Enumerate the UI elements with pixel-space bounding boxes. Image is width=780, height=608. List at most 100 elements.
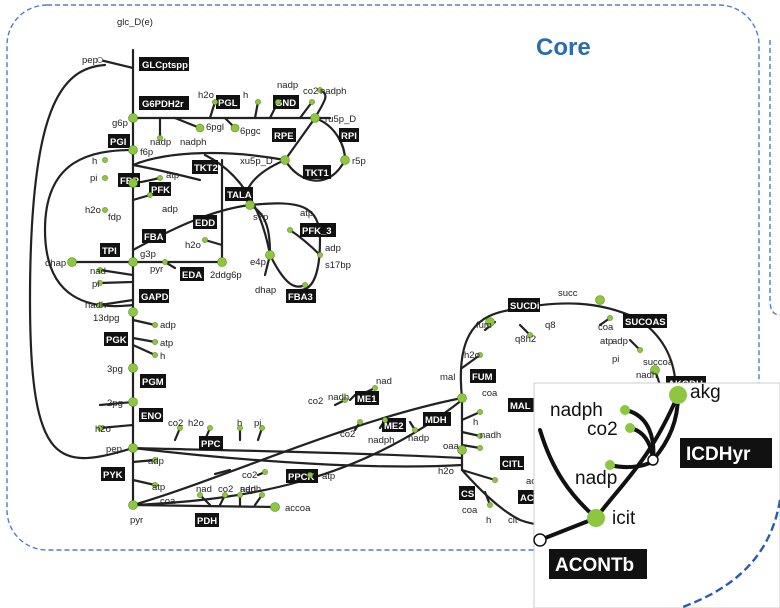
svg-text:nadh: nadh <box>85 300 106 311</box>
svg-text:mal: mal <box>440 372 455 383</box>
reaction-SUCDi[interactable]: SUCDi <box>508 298 540 312</box>
reaction-PYK[interactable]: PYK <box>101 467 125 481</box>
node-pyr[interactable] <box>128 500 138 510</box>
svg-text:glc_D(e): glc_D(e) <box>117 17 153 28</box>
reaction-ME1[interactable]: ME1 <box>355 391 379 405</box>
node-pep[interactable] <box>128 443 138 453</box>
svg-text:PFK: PFK <box>151 185 170 196</box>
node-s7p[interactable] <box>245 200 255 210</box>
reaction-MDH[interactable]: MDH <box>423 412 451 426</box>
reaction-PFK_3[interactable]: PFK_3 <box>300 223 336 237</box>
reaction-GLCptspp[interactable]: GLCptspp <box>139 57 189 71</box>
svg-text:co2: co2 <box>308 396 323 407</box>
node-13dpg[interactable] <box>128 307 138 317</box>
reaction-TPI[interactable]: TPI <box>100 243 120 257</box>
reaction-MALS[interactable]: MAL <box>508 398 534 412</box>
svg-text:q8: q8 <box>545 320 556 331</box>
svg-text:pep: pep <box>82 55 98 66</box>
svg-text:h: h <box>160 351 165 362</box>
node-dhap[interactable] <box>67 257 77 267</box>
inset-node-co2[interactable] <box>625 423 635 433</box>
reaction-TKT1[interactable]: TKT1 <box>303 165 331 179</box>
reaction-FBA3[interactable]: FBA3 <box>286 289 316 303</box>
node-g6p[interactable] <box>128 113 138 123</box>
node-oaa[interactable] <box>457 445 467 455</box>
svg-text:g3p: g3p <box>140 249 156 260</box>
node-2ddg6p[interactable] <box>217 257 227 267</box>
reaction-RPE[interactable]: RPE <box>272 128 296 142</box>
svg-text:PFK_3: PFK_3 <box>302 226 332 237</box>
svg-text:PGL: PGL <box>218 98 238 109</box>
svg-text:f6p: f6p <box>140 147 153 158</box>
reaction-PFK[interactable]: PFK <box>149 182 171 196</box>
node-6pgc[interactable] <box>230 123 240 133</box>
node-e4p[interactable] <box>265 250 275 260</box>
reaction-FBA[interactable]: FBA <box>142 229 166 243</box>
svg-text:pyr: pyr <box>130 515 143 526</box>
svg-text:SUCOAS: SUCOAS <box>625 317 666 328</box>
reaction-EDA[interactable]: EDA <box>180 267 204 281</box>
svg-text:FUM: FUM <box>472 372 493 383</box>
node-2pg[interactable] <box>128 397 138 407</box>
inset-reaction-ICDHyr[interactable]: ICDHyr <box>680 438 772 468</box>
svg-text:nadph: nadph <box>550 400 603 421</box>
svg-text:coa: coa <box>482 388 498 399</box>
svg-text:FBA3: FBA3 <box>288 292 313 303</box>
reaction-TKT2[interactable]: TKT2 <box>192 160 218 174</box>
node-fum[interactable] <box>485 317 495 327</box>
reaction-labels: GLCptspp G6PDH2r PGL GND PGI RPE RPI TKT… <box>100 57 706 527</box>
reaction-CS[interactable]: CS <box>459 486 475 500</box>
svg-text:PYK: PYK <box>103 470 123 481</box>
inset-reaction-ACONTb[interactable]: ACONTb <box>549 549 647 579</box>
reaction-SUCOAS[interactable]: SUCOAS <box>623 314 667 328</box>
reaction-ENO[interactable]: ENO <box>139 408 163 422</box>
inset-node-akg[interactable] <box>669 386 687 404</box>
node-g3p[interactable] <box>128 257 138 267</box>
node-accoa[interactable] <box>270 502 280 512</box>
reaction-PDH[interactable]: PDH <box>195 513 219 527</box>
svg-text:2pg: 2pg <box>107 398 123 409</box>
node-xu5p[interactable] <box>280 155 290 165</box>
reaction-FUM[interactable]: FUM <box>470 369 496 383</box>
svg-text:RPE: RPE <box>274 131 294 142</box>
node-fdp[interactable] <box>128 178 138 188</box>
reaction-PGK[interactable]: PGK <box>104 332 128 346</box>
reaction-TALA[interactable]: TALA <box>225 187 253 201</box>
reaction-PPCK[interactable]: PPCK <box>286 469 318 483</box>
reaction-CITL[interactable]: CITL <box>500 456 524 470</box>
svg-text:atp: atp <box>322 471 335 482</box>
reaction-G6PDH2r[interactable]: G6PDH2r <box>139 96 189 110</box>
node-6pgl[interactable] <box>195 123 205 133</box>
node-ru5p[interactable] <box>310 113 320 123</box>
svg-text:PGI: PGI <box>110 137 126 148</box>
inset-node-icit[interactable] <box>587 509 605 527</box>
svg-text:fdp: fdp <box>108 212 121 223</box>
node-succ[interactable] <box>595 295 605 305</box>
reaction-GND[interactable]: GND <box>273 95 299 109</box>
node-mal[interactable] <box>457 393 467 403</box>
svg-text:adp: adp <box>325 243 341 254</box>
reaction-EDD[interactable]: EDD <box>193 215 217 229</box>
reaction-GAPD[interactable]: GAPD <box>139 289 169 303</box>
svg-text:h: h <box>92 156 97 167</box>
svg-text:q8h2: q8h2 <box>515 334 536 345</box>
reaction-PGI[interactable]: PGI <box>108 134 130 148</box>
inset-node-nadp[interactable] <box>605 460 615 470</box>
reaction-ACONT[interactable]: AC <box>518 490 536 504</box>
node-3pg[interactable] <box>128 363 138 373</box>
reaction-ME2[interactable]: ME2 <box>382 418 406 432</box>
svg-text:SUCDi: SUCDi <box>510 301 540 312</box>
reaction-RPI[interactable]: RPI <box>339 128 359 142</box>
node-f6p[interactable] <box>128 145 138 155</box>
reaction-PGM[interactable]: PGM <box>140 374 166 388</box>
svg-text:nad: nad <box>376 376 392 387</box>
node-succoa[interactable] <box>650 365 660 375</box>
reaction-PPC[interactable]: PPC <box>199 436 223 450</box>
reaction-PGL[interactable]: PGL <box>216 95 240 109</box>
svg-text:co2: co2 <box>340 429 355 440</box>
svg-text:xu5p_D: xu5p_D <box>240 156 273 167</box>
inset-node-nadph[interactable] <box>620 405 630 415</box>
svg-text:h2o: h2o <box>464 350 480 361</box>
svg-text:atp: atp <box>160 338 173 349</box>
node-r5p[interactable] <box>340 155 350 165</box>
